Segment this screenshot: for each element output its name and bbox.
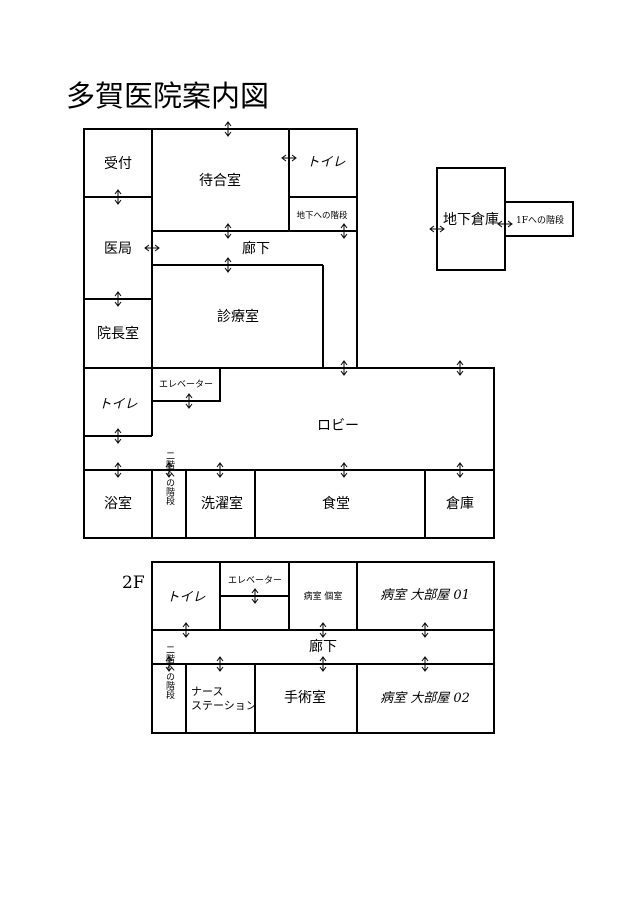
room-waiting: 待合室: [199, 172, 241, 189]
room-toilet-left: トイレ: [98, 397, 137, 412]
room-stairs-2f: 二階への階段: [164, 645, 175, 700]
room-private-ward: 病室 個室: [304, 590, 343, 602]
room-nurse-station-line2: ステーション: [191, 699, 257, 712]
room-basement-storage-box: [436, 167, 506, 271]
room-ward-01: 病室 大部屋 01: [380, 587, 470, 603]
room-medical-office: 医局: [104, 241, 132, 257]
room-stairs-to-1f: 1Fへの階段: [516, 214, 564, 226]
room-stairs-to-1f-box: [504, 201, 574, 237]
room-elevator-2f: エレベーター: [228, 575, 282, 586]
room-corridor-2f: 廊下: [309, 638, 337, 655]
room-examination: 診療室: [217, 308, 259, 325]
room-ward-02: 病室 大部屋 02: [380, 690, 470, 706]
room-basement-stairs: 地下への階段: [296, 210, 348, 221]
basement-plan: 地下倉庫 1Fへの階段: [429, 167, 574, 271]
room-toilet-top: トイレ: [306, 155, 345, 170]
room-nurse-station-line1: ナース: [191, 685, 223, 698]
room-stairs-to-2f: 二階への階段: [164, 451, 175, 506]
floor1-plan: 受付 待合室 トイレ 地下への階段 医局 廊下 診療室 院長室 エレベーター ト…: [83, 121, 495, 539]
floor1-elevator-room: [151, 367, 221, 402]
room-bath: 浴室: [104, 495, 132, 512]
room-elevator-1f: エレベーター: [159, 379, 213, 390]
room-basement-storage: 地下倉庫: [443, 211, 499, 228]
room-laundry: 洗濯室: [201, 495, 243, 512]
room-lobby: ロビー: [317, 418, 359, 434]
floor1-lower-block: [83, 367, 495, 539]
room-corridor-1f: 廊下: [242, 240, 270, 257]
floor2-label: 2F: [122, 573, 145, 593]
floor1-upper-block: [83, 128, 358, 370]
room-toilet-2f: トイレ: [166, 590, 205, 605]
room-reception: 受付: [104, 156, 132, 172]
room-storage: 倉庫: [446, 495, 474, 512]
room-dining: 食堂: [322, 495, 350, 512]
page-title: 多賀医院案内図: [66, 79, 269, 113]
room-operating: 手術室: [284, 689, 326, 706]
floor2-plan: トイレ エレベーター 病室 個室 病室 大部屋 01 廊下 二階への階段 ナース…: [151, 561, 495, 734]
floor2-outline: [151, 561, 495, 734]
room-director: 院長室: [97, 325, 139, 342]
